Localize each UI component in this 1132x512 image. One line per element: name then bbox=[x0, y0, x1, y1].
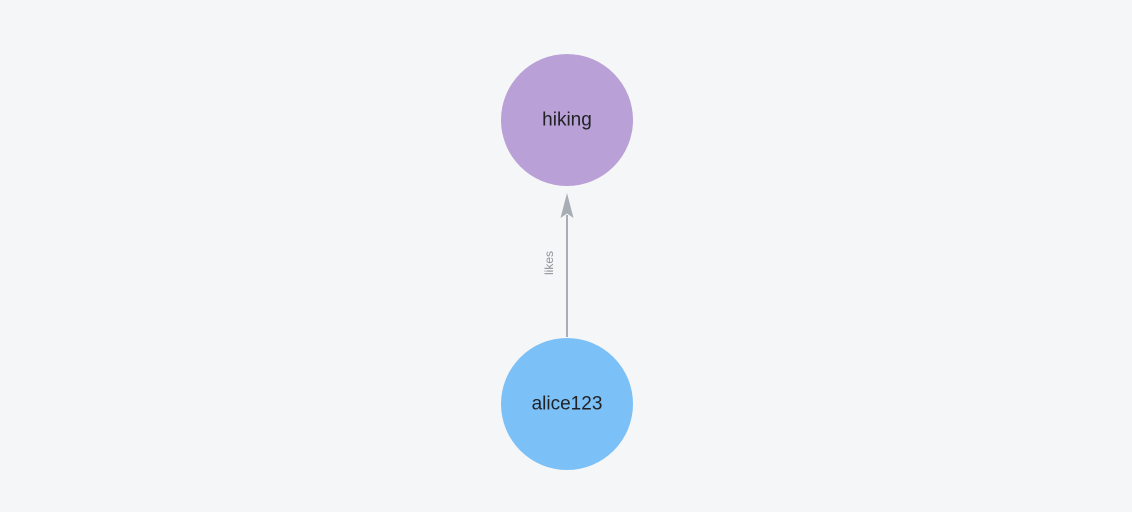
node-alice123-circle bbox=[501, 338, 633, 470]
node-alice123-label: alice123 bbox=[532, 394, 603, 415]
edge-alice123-likes-hiking[interactable]: likes bbox=[542, 193, 574, 337]
edge-arrowhead-icon bbox=[560, 193, 574, 218]
node-hiking[interactable]: hiking bbox=[501, 54, 633, 186]
edge-label: likes bbox=[542, 251, 556, 275]
node-alice123[interactable]: alice123 bbox=[501, 338, 633, 470]
node-hiking-circle bbox=[501, 54, 633, 186]
node-hiking-label: hiking bbox=[542, 110, 592, 131]
